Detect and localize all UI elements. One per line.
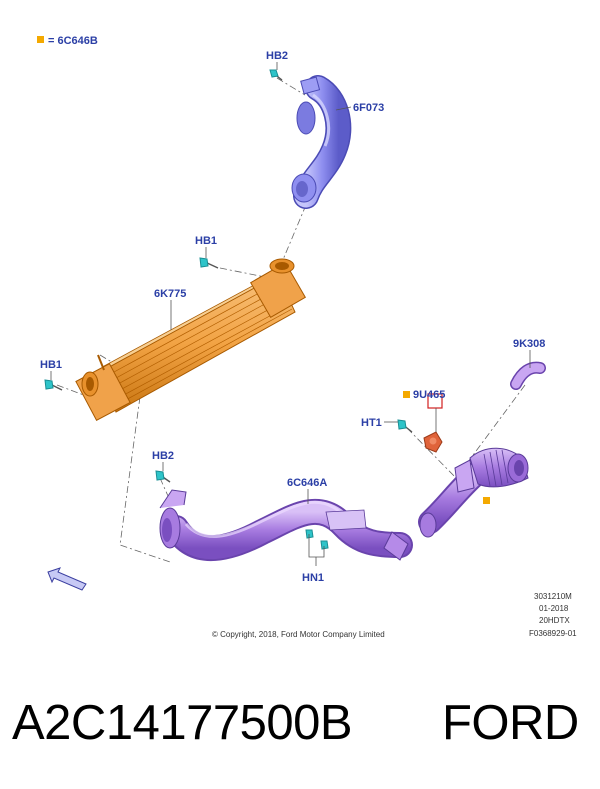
footer-caption: A2C14177500B FORD (0, 688, 600, 758)
highlight-box (427, 393, 443, 409)
bolt-icon (44, 379, 63, 391)
callout-hb2-top: HB2 (266, 50, 288, 62)
callout-6k775: 6K775 (154, 288, 186, 300)
sensor-9u465 (423, 393, 443, 453)
copyright: © Copyright, 2018, Ford Motor Company Li… (212, 630, 385, 639)
callout-6c646a: 6C646A (287, 477, 327, 489)
bolt-icon (397, 419, 413, 433)
part-number: A2C14177500B (12, 696, 353, 750)
info-line-2: 01-2018 (539, 604, 569, 613)
info-line-4: F0368929-01 (529, 629, 577, 638)
view-direction-arrow-icon (47, 567, 87, 591)
legend-marker-icon (37, 36, 44, 43)
legend-text: = 6C646B (48, 35, 98, 47)
leader-lines (50, 62, 531, 566)
bolt-icon (199, 257, 219, 269)
info-line-1: 3031210M (534, 592, 572, 601)
callout-9k308: 9K308 (513, 338, 545, 350)
brand-name: FORD (442, 696, 579, 750)
legend-marker-icon (483, 497, 490, 504)
bolt-icon (269, 69, 283, 81)
air-hose-6c646a (159, 489, 413, 562)
assembly-lines (56, 77, 526, 563)
legend-marker-icon (403, 391, 410, 398)
nut-icon (305, 529, 329, 550)
air-hose-9k308 (418, 361, 546, 538)
charge-air-cooler-6k775 (75, 258, 307, 422)
callout-hn1: HN1 (302, 572, 324, 584)
callout-9u465: 9U465 (413, 389, 445, 401)
callout-hb1-left: HB1 (40, 359, 62, 371)
info-line-3: 20HDTX (539, 616, 570, 625)
air-tube-6f073 (291, 75, 352, 209)
callout-6f073: 6F073 (353, 102, 384, 114)
callout-hb1-mid: HB1 (195, 235, 217, 247)
callout-hb2-low: HB2 (152, 450, 174, 462)
callout-ht1: HT1 (361, 417, 382, 429)
bolt-icon (155, 470, 171, 483)
parts-diagram: = 6C646B (37, 35, 577, 639)
